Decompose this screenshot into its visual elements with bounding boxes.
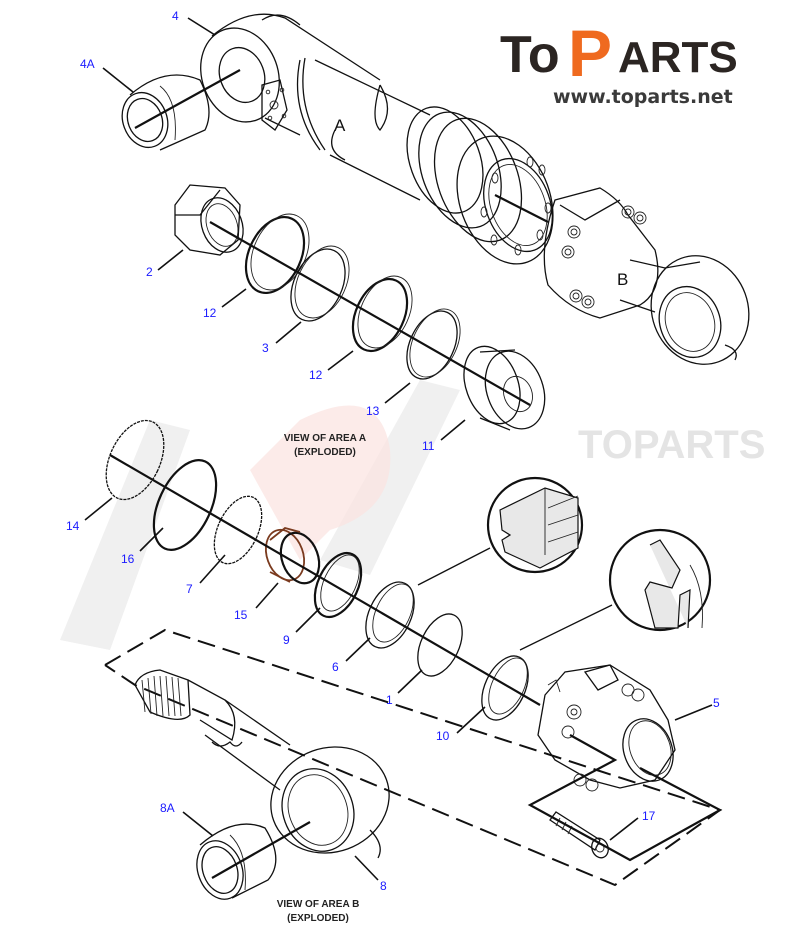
ring-part-3[interactable] <box>280 237 360 329</box>
logo-text-arts: ARTS <box>618 33 738 82</box>
head-bolts <box>561 205 647 309</box>
ring-part-12-upper[interactable] <box>235 205 321 302</box>
rod-head-assembly[interactable]: B <box>543 187 764 378</box>
callout-11[interactable]: 11 <box>422 439 435 453</box>
bushing-part-8a[interactable] <box>189 821 311 906</box>
cylinder-body-part-4[interactable]: A <box>188 13 570 277</box>
logo-text-to: To <box>500 26 560 84</box>
callout-4a[interactable]: 4A <box>80 57 95 71</box>
callout-8[interactable]: 8 <box>380 879 387 893</box>
callout-9[interactable]: 9 <box>283 633 290 647</box>
callout-15[interactable]: 15 <box>234 608 248 622</box>
callout-2[interactable]: 2 <box>146 265 153 279</box>
ring-part-1[interactable] <box>409 607 471 683</box>
bolt-axis-line <box>527 734 723 862</box>
logo-text-p: P <box>568 16 612 90</box>
callout-12-lower[interactable]: 12 <box>309 368 323 382</box>
logo-url: www.toparts.net <box>553 86 733 108</box>
bolt-part-17[interactable] <box>549 811 611 860</box>
nut-part-2[interactable] <box>174 184 250 258</box>
callout-12-upper[interactable]: 12 <box>203 306 217 320</box>
seal-part-10[interactable] <box>473 649 538 728</box>
brand-logo: To P ARTS www.toparts.net <box>500 16 738 108</box>
seal-part-6[interactable] <box>356 574 424 655</box>
area-b-label-line1: VIEW OF AREA B <box>277 899 360 910</box>
watermark-text: TOPARTS <box>578 423 765 467</box>
area-b-label-line2: (EXPLODED) <box>287 913 349 924</box>
callout-16[interactable]: 16 <box>121 552 135 566</box>
piston-part-11[interactable] <box>454 339 555 438</box>
callout-5[interactable]: 5 <box>713 696 720 710</box>
callout-1[interactable]: 1 <box>386 693 393 707</box>
watermark-accent-p <box>250 405 391 560</box>
callout-7[interactable]: 7 <box>186 582 193 596</box>
oring-part-16[interactable] <box>141 451 229 560</box>
ring-part-7[interactable] <box>205 489 272 571</box>
reference-letter-a: A <box>334 116 346 135</box>
callout-17[interactable]: 17 <box>642 809 656 823</box>
watermark-band-t <box>60 420 190 650</box>
seal-detail-view-1 <box>417 476 584 586</box>
flange-bolt-holes <box>480 156 552 256</box>
callouts: 4 4A 2 12 3 12 13 11 14 16 7 15 9 6 1 10 <box>66 9 720 893</box>
ring-part-13[interactable] <box>397 301 470 387</box>
ring-part-12-lower[interactable] <box>342 267 423 359</box>
area-a-axis-line <box>209 221 531 406</box>
rod-guide-part-5[interactable] <box>537 664 681 792</box>
area-b-boundary <box>104 628 723 887</box>
rod-thread <box>141 675 182 717</box>
callout-10[interactable]: 10 <box>436 729 450 743</box>
area-a-label-line2: (EXPLODED) <box>294 447 356 458</box>
callout-6[interactable]: 6 <box>332 660 339 674</box>
callout-8a[interactable]: 8A <box>160 801 175 815</box>
seal-detail-view-2 <box>519 528 712 651</box>
callout-3[interactable]: 3 <box>262 341 269 355</box>
area-a-label-line1: VIEW OF AREA A <box>284 433 366 444</box>
bushing-part-4a[interactable] <box>115 69 241 154</box>
ring-part-14[interactable] <box>95 411 176 508</box>
reference-letter-b: B <box>617 270 628 289</box>
bushing-part-15[interactable] <box>259 524 326 588</box>
area-a-lower-axis-line <box>109 454 541 706</box>
callout-13[interactable]: 13 <box>366 404 380 418</box>
watermark-band-a <box>320 380 460 575</box>
callout-4[interactable]: 4 <box>172 9 179 23</box>
callout-14[interactable]: 14 <box>66 519 80 533</box>
watermark: TOPARTS <box>60 380 765 650</box>
rod-part-8[interactable] <box>134 669 404 869</box>
